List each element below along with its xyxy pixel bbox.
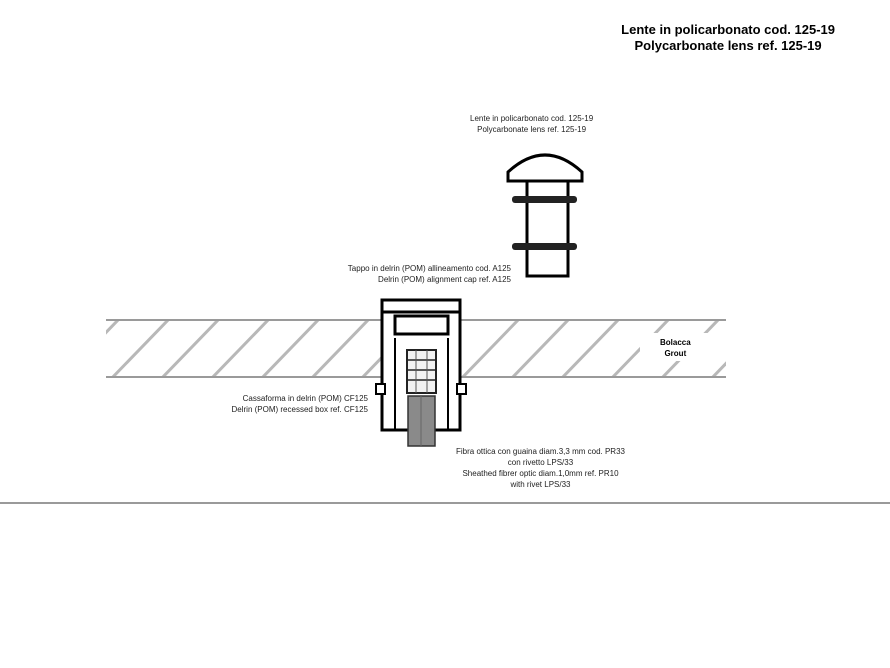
alignment-cap-plug (393, 314, 450, 336)
fibre-label-line-3: Sheathed fibrer optic diam.1,0mm ref. PR… (462, 469, 619, 478)
lens-shape (506, 153, 584, 278)
fibre-label-line-2: con rivetto LPS/33 (507, 458, 574, 467)
cap-label-line-2: Delrin (POM) alignment cap ref. A125 (378, 275, 511, 284)
drawing-title: Lente in policarbonato cod. 125-19 Polyc… (621, 22, 835, 54)
fibre-label-line-4: with rivet LPS/33 (510, 480, 571, 489)
grout-label-backdrop (640, 333, 708, 361)
cap-label: Tappo in delrin (POM) allineamento cod. … (348, 263, 511, 285)
title-line-1: Lente in policarbonato cod. 125-19 (621, 22, 835, 37)
grout-hatch (106, 320, 726, 377)
fibre-rivet (406, 349, 437, 394)
grout-layer (106, 319, 726, 378)
box-clip-right (456, 383, 467, 395)
lens-label-line-1: Lente in policarbonato cod. 125-19 (470, 114, 594, 123)
lens-label-line-2: Polycarbonate lens ref. 125-19 (477, 125, 587, 134)
grout-label-line-2: Grout (664, 349, 687, 358)
lens-label: Lente in policarbonato cod. 125-19 Polyc… (470, 113, 593, 135)
box-clip-left (375, 383, 386, 395)
recessed-box (375, 298, 467, 447)
lens-ring-upper (512, 196, 577, 203)
grout-label: Bolacca Grout (660, 337, 691, 359)
alignment-cap-rim (380, 298, 462, 314)
title-line-2: Polycarbonate lens ref. 125-19 (634, 38, 822, 53)
grout-label-line-1: Bolacca (660, 338, 691, 347)
box-label: Cassaforma in delrin (POM) CF125 Delrin … (232, 393, 369, 415)
cap-label-line-1: Tappo in delrin (POM) allineamento cod. … (347, 264, 511, 273)
box-label-line-2: Delrin (POM) recessed box ref. CF125 (231, 405, 369, 414)
box-label-line-1: Cassaforma in delrin (POM) CF125 (242, 394, 368, 403)
fibre-label: Fibra ottica con guaina diam.3,3 mm cod.… (456, 446, 625, 490)
fibre-label-line-1: Fibra ottica con guaina diam.3,3 mm cod.… (456, 447, 625, 456)
lens-ring-lower (512, 243, 577, 250)
